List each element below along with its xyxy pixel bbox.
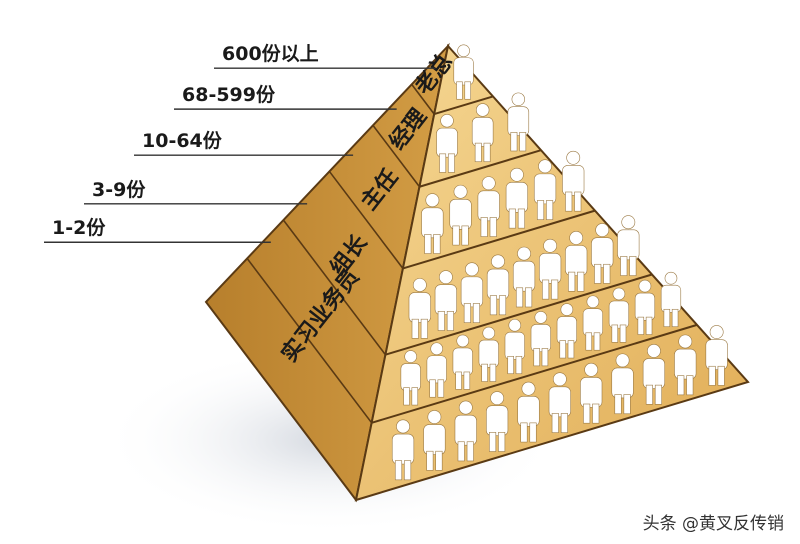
person-icon: [478, 326, 499, 382]
person-icon: [591, 223, 614, 284]
front-tier-line: [433, 95, 494, 116]
person-icon: [565, 231, 588, 292]
person-icon: [423, 410, 446, 471]
front-tier-line: [371, 323, 698, 424]
watermark-label: 头条 @黄叉反传销: [642, 514, 784, 534]
person-icon: [453, 44, 474, 100]
person-icon: [582, 295, 603, 351]
figures: [391, 44, 728, 481]
front-tier-line: [419, 149, 542, 188]
person-icon: [486, 391, 509, 452]
person-icon: [504, 318, 525, 375]
person-icon: [400, 350, 421, 406]
person-icon: [705, 325, 728, 386]
side-tier-line: [246, 257, 373, 424]
person-icon: [660, 271, 682, 328]
person-icon: [548, 372, 571, 433]
person-icon: [408, 278, 431, 339]
front-tier-line: [402, 209, 596, 270]
person-icon: [486, 254, 510, 316]
side-tier-line: [282, 219, 387, 356]
person-icon: [460, 262, 484, 323]
person-icon: [426, 342, 447, 398]
person-icon: [434, 270, 457, 331]
person-icon: [454, 400, 477, 462]
person-icon: [507, 92, 530, 152]
side-tier-line: [372, 124, 421, 188]
side-tier-line: [411, 83, 435, 115]
person-icon: [517, 381, 540, 443]
person-icon: [539, 238, 562, 300]
side-tier-line: [328, 170, 404, 269]
person-icon: [436, 114, 458, 173]
person-icon: [580, 362, 603, 424]
range-label: 10-64份: [142, 129, 223, 152]
watermark-top: 打传防骗: [692, 490, 756, 514]
person-icon: [530, 311, 551, 367]
range-label: 68-599份: [182, 83, 276, 106]
watermark: 头条 @黄叉反传销: [643, 509, 784, 534]
person-icon: [562, 150, 585, 212]
range-label: 1-2份: [52, 216, 106, 239]
range-label: 3-9份: [92, 178, 146, 201]
front-tier-line: [385, 273, 653, 356]
person-icon: [477, 176, 500, 237]
range-label: 600份以上: [222, 42, 319, 65]
person-icon: [556, 303, 577, 359]
person-icon: [642, 344, 666, 405]
person-icon: [452, 334, 473, 390]
person-icon: [617, 215, 640, 276]
person-icon: [674, 334, 697, 396]
person-icon: [512, 246, 536, 308]
person-icon: [611, 353, 634, 415]
person-icon: [634, 279, 656, 335]
person-icon: [449, 184, 472, 246]
watermark-top-text: 打传防骗: [691, 494, 756, 513]
person-icon: [471, 103, 494, 163]
person-icon: [608, 287, 630, 343]
person-icon: [391, 419, 415, 481]
person-icon: [505, 167, 528, 229]
person-icon: [533, 159, 557, 220]
person-icon: [421, 193, 444, 254]
